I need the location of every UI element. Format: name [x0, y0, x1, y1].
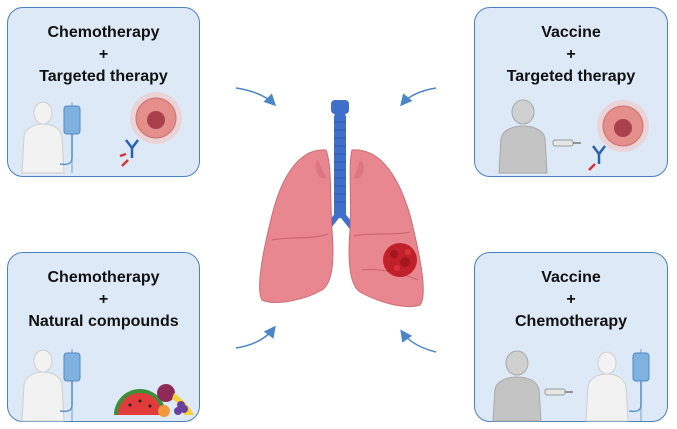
- iv-bag-icon: [59, 102, 81, 173]
- combo-line-2: Chemotherapy: [514, 313, 628, 330]
- lungs-icon: [259, 100, 424, 308]
- combo-title: Vaccine + Chemotherapy: [475, 267, 667, 333]
- fruits-icon: [114, 384, 194, 417]
- combo-illustration: [21, 349, 194, 422]
- combo-box-vaccine-targeted: Vaccine + Targeted therapy: [474, 7, 668, 177]
- combo-title: Chemotherapy + Targeted therapy: [8, 22, 199, 88]
- combo-plus: +: [566, 46, 576, 63]
- combo-box-chemo-natural: Chemotherapy + Natural compounds: [7, 252, 200, 422]
- combo-line-1: Vaccine: [541, 269, 601, 286]
- combo-title: Vaccine + Targeted therapy: [475, 22, 667, 88]
- combo-line-1: Chemotherapy: [47, 24, 160, 41]
- combo-line-2: Targeted therapy: [506, 68, 636, 85]
- syringe-icon: [544, 388, 573, 396]
- combo-box-vaccine-chemo: Vaccine + Chemotherapy: [474, 252, 668, 422]
- combo-illustration: [498, 99, 649, 174]
- combo-line-1: Vaccine: [541, 24, 601, 41]
- arrow-icon: [235, 87, 277, 107]
- combo-line-2: Targeted therapy: [39, 68, 168, 85]
- person-icon: [21, 349, 65, 422]
- combo-box-chemo-targeted: Chemotherapy + Targeted therapy: [7, 7, 200, 177]
- combo-illustration: [21, 92, 182, 174]
- person-icon: [585, 351, 629, 422]
- combo-line-2: Natural compounds: [28, 313, 179, 330]
- arrow-icon: [400, 87, 437, 107]
- tumor-cell-icon: [130, 92, 182, 144]
- tumor-icon: [383, 243, 417, 277]
- combo-line-1: Chemotherapy: [47, 269, 160, 286]
- combo-plus: +: [98, 46, 109, 63]
- person-icon: [492, 350, 542, 422]
- combo-title: Chemotherapy + Natural compounds: [8, 267, 199, 333]
- iv-bag-icon: [628, 349, 650, 421]
- tumor-cell-icon: [597, 100, 649, 152]
- antibody-icon: [588, 145, 606, 171]
- iv-bag-icon: [59, 349, 81, 421]
- arrow-icon: [235, 325, 276, 349]
- person-icon: [498, 99, 548, 174]
- combo-plus: +: [98, 291, 109, 308]
- combo-illustration: [492, 349, 650, 422]
- person-icon: [21, 101, 65, 174]
- antibody-icon: [119, 139, 139, 167]
- combo-plus: +: [566, 291, 576, 308]
- syringe-icon: [552, 139, 581, 147]
- arrow-icon: [400, 329, 437, 353]
